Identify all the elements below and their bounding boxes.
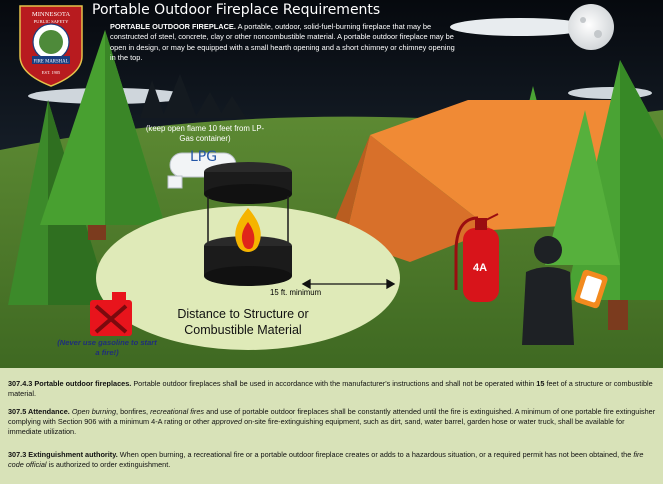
section-text: is authorized to order extinguishment. <box>48 460 171 470</box>
badge-sub-text: PUBLIC SAFETY <box>34 19 70 24</box>
definition-text: PORTABLE OUTDOOR FIREPLACE. A portable, … <box>110 22 455 63</box>
section-text: , bonfires, <box>116 407 149 416</box>
badge-top-text: MINNESOTA <box>32 11 71 18</box>
section-italic: Open burning <box>71 407 117 416</box>
section-bold-value: 15 <box>536 379 545 388</box>
section-heading: 307.3 Extinguishment authority. <box>8 450 118 459</box>
lpg-label: LPG <box>190 149 218 165</box>
section-text: and use of portable outdoor fireplaces s… <box>8 407 656 427</box>
left-pine-tree-2 <box>40 30 165 240</box>
lpg-clearance-note: (keep open flame 10 feet from LP-Gas con… <box>145 124 265 143</box>
person-silhouette <box>522 236 608 345</box>
gasoline-can <box>90 292 132 336</box>
section-italic: fire code official <box>8 450 644 470</box>
badge-ribbon-text: FIRE MARSHAL <box>33 60 68 65</box>
definition-body: A portable, outdoor, solid-fuel-burning … <box>110 22 455 62</box>
page-title: Portable Outdoor Fireplace Requirements <box>92 2 381 18</box>
distant-trees <box>140 74 246 118</box>
distance-title: Distance to Structure or Combustible Mat… <box>177 307 309 337</box>
section-heading: 307.5 Attendance. <box>8 407 70 416</box>
campsite-scene: MINNESOTA PUBLIC SAFETY FIRE MARSHAL EST… <box>0 0 663 368</box>
portable-fireplace <box>204 162 292 286</box>
minnesota-public-safety-badge: MINNESOTA PUBLIC SAFETY FIRE MARSHAL EST… <box>19 5 83 87</box>
definition-term: PORTABLE OUTDOOR FIREPLACE. <box>110 22 236 31</box>
section-text: When open burning, a recreational fire o… <box>119 450 632 459</box>
section-heading: 307.4.3 Portable outdoor fireplaces. <box>8 379 132 388</box>
section-text: on-site fire-extinguishing equipment, su… <box>8 417 625 437</box>
section-italic: recreational fires <box>150 407 205 416</box>
distance-arrow <box>301 278 396 290</box>
section-text: feet of a structure or combustible mater… <box>8 379 653 399</box>
fire-extinguisher <box>454 213 499 302</box>
moon <box>568 4 614 50</box>
gasoline-warning: (Never use gasoline to start a fire!) <box>57 338 157 357</box>
code-section-307-3: 307.3 Extinguishment authority. When ope… <box>8 450 658 470</box>
section-italic: approved <box>211 417 243 427</box>
code-section-307-5: 307.5 Attendance. Open burning, bonfires… <box>8 407 658 438</box>
badge-est-text: EST. 1905 <box>42 70 61 75</box>
code-section-307-4-3: 307.4.3 Portable outdoor fireplaces. Por… <box>8 379 658 399</box>
section-text: Portable outdoor fireplaces shall be use… <box>133 379 535 388</box>
right-mid-tree <box>545 110 620 265</box>
extinguisher-rating-label: 4A <box>473 262 488 274</box>
distance-marker-label: 15 ft. minimum <box>270 288 322 297</box>
cloud <box>450 18 590 36</box>
